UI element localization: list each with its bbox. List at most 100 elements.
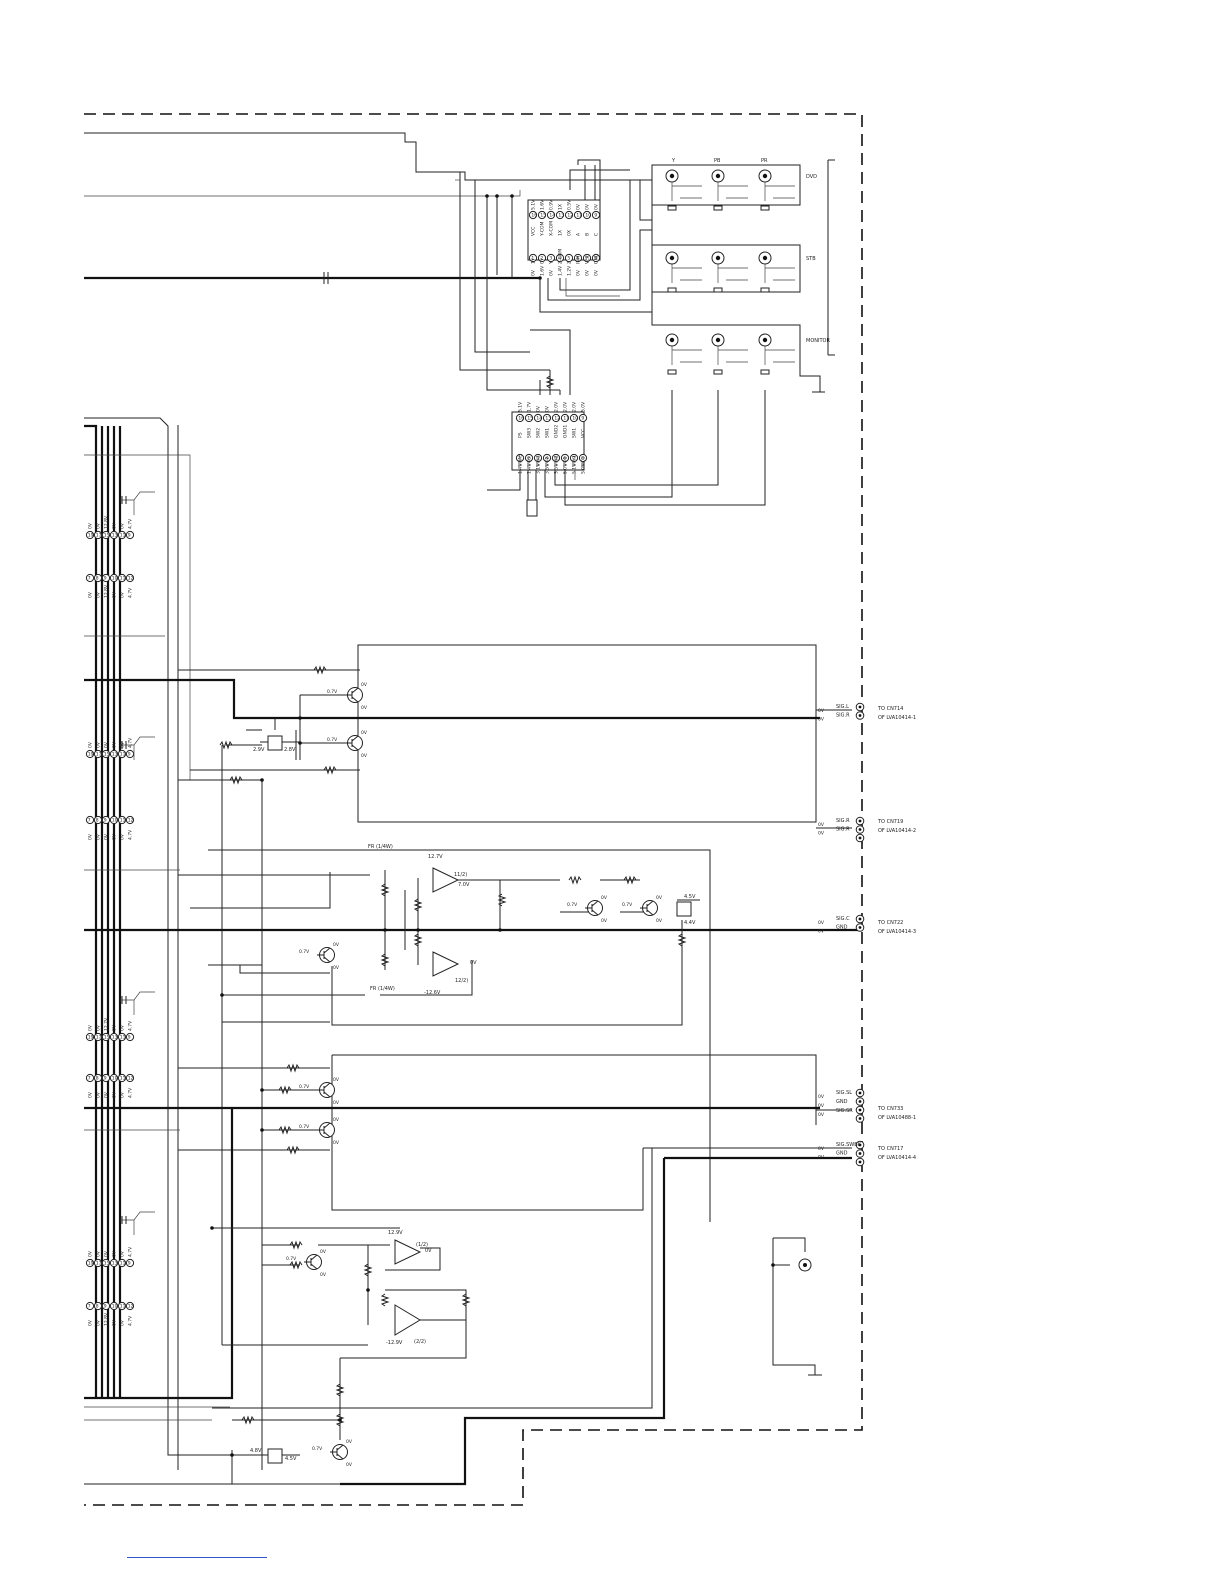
- ic-mid-wires: [487, 370, 766, 517]
- ic-pin-name: VIN1: [572, 455, 578, 466]
- ic-pin-name: GND1: [563, 425, 569, 438]
- left-connector-pin: [85, 1258, 95, 1268]
- ic-pin-voltage: 3.1V: [536, 463, 542, 474]
- resistor: [380, 953, 390, 967]
- left-connector-pin: [93, 1073, 103, 1083]
- left-connector-pin: [85, 749, 95, 759]
- ic-pin-name: VCC: [581, 429, 587, 438]
- left-pin-number: 11: [120, 533, 126, 539]
- filter-capacitor: [667, 369, 677, 375]
- ic-pin-bottom: [524, 453, 534, 463]
- left-connector-pin: [117, 573, 127, 583]
- transistor-emitter-voltage: 0V: [656, 918, 663, 924]
- left-pin-voltage: 0V: [88, 1250, 94, 1257]
- left-connector-pin: [117, 815, 127, 825]
- ic-pin-voltage: 1.4V: [558, 265, 564, 276]
- ic-pin-number: 11: [563, 416, 569, 422]
- top-coupling-capacitor: [323, 272, 329, 284]
- left-pin-voltage: 0V: [96, 1091, 102, 1098]
- resistor: [677, 933, 687, 947]
- ic-pin-voltage: 0V: [594, 269, 600, 276]
- left-pin-voltage: 0V: [120, 1250, 126, 1257]
- connector-signal-voltage: 0V: [818, 1112, 825, 1118]
- left-pin-voltage: 0V: [112, 1091, 118, 1098]
- resistor: [335, 1413, 345, 1427]
- ic-pin-voltage: 1X: [558, 204, 564, 210]
- left-pin-voltage: 0V: [120, 591, 126, 598]
- rca-jack-pin: [762, 337, 768, 343]
- ic-pin-name: Z-COM: [558, 249, 564, 264]
- left-pin-number: 15: [104, 1035, 110, 1041]
- ic-pin-voltage: 1.6V: [540, 265, 546, 276]
- opamp1-out-b-voltage: 0V: [470, 960, 477, 966]
- top-wires: [84, 132, 652, 395]
- ic-pin-number: 12: [554, 416, 560, 422]
- left-pin-voltage: 4.7V: [128, 1020, 134, 1031]
- left-connector-pin: [117, 1301, 127, 1311]
- left-pin-number: 11: [120, 1076, 126, 1082]
- left-pin-number: 9: [104, 576, 107, 582]
- left-pin-number: 7: [88, 818, 91, 824]
- left-pin-number: 19: [88, 1261, 94, 1267]
- rca-jack-pin: [762, 255, 768, 261]
- left-pin-number: 8: [96, 576, 99, 582]
- ic-pin-bottom: [573, 253, 583, 263]
- left-pin-voltage: 4.7V: [128, 737, 134, 748]
- regulator-center-output-voltage: 4.4V: [684, 920, 696, 926]
- left-pin-number: 9: [128, 1035, 131, 1041]
- ic-pin-name: 1Y: [531, 258, 537, 264]
- ic-pin-bottom: [542, 453, 552, 463]
- connector-signal-label: SIG.SL: [836, 1090, 852, 1096]
- ic-pin-bottom: [533, 453, 543, 463]
- left-pin-number: 11: [120, 752, 126, 758]
- opamp2-vee: -12.9V: [386, 1340, 403, 1346]
- resistor: [289, 1240, 303, 1250]
- filter-capacitor: [760, 369, 770, 375]
- ic-pin-voltage: 2.0V: [554, 401, 560, 412]
- ic-pin-name: Z: [567, 261, 573, 264]
- left-pin-voltage: 0V: [120, 833, 126, 840]
- left-pin-voltage: 0V: [88, 741, 94, 748]
- connector-signal-label: SIG.SWBK: [836, 1142, 862, 1148]
- ic-pin-number: 3: [536, 456, 539, 462]
- opamp2-unit-b: (2/2): [414, 1339, 426, 1345]
- ic-pin-name: VO3: [527, 456, 533, 466]
- ic-pin-number: 8: [594, 256, 597, 262]
- left-pin-number: 13: [112, 752, 118, 758]
- left-pin-number: 9: [104, 818, 107, 824]
- connector-destination-label: OF LVA10414-1: [878, 715, 916, 721]
- ic-pin-number: 5: [554, 456, 557, 462]
- left-connector-pin: [125, 815, 135, 825]
- ic-pin-number: 6: [563, 456, 566, 462]
- voltage-regulator-center: [676, 901, 692, 917]
- ic-pin-number: 7: [572, 456, 575, 462]
- ic-mid-decoupling-capacitor: [526, 499, 538, 517]
- connector-destination-label: OF LVA10414-3: [878, 929, 916, 935]
- left-pin-number: 17: [96, 533, 102, 539]
- connector-signal-label: SIG.SR: [836, 1108, 853, 1114]
- connector-destination-label: TO CN722: [877, 920, 903, 926]
- left-pin-number: 15: [104, 533, 110, 539]
- resistor: [335, 1383, 345, 1397]
- transistor-emitter-voltage: 0V: [346, 1462, 353, 1468]
- left-pin-voltage: 0V: [104, 1250, 110, 1257]
- left-connector-pin: [109, 815, 119, 825]
- connector-destination-label: TO CN733: [877, 1106, 903, 1112]
- ic-pin-voltage: 0V: [576, 269, 582, 276]
- resistor: [568, 875, 582, 885]
- left-pin-voltage: 0V: [120, 1024, 126, 1031]
- transistor-base-voltage: 0.7V: [312, 1446, 323, 1452]
- ic-pin-bottom: [546, 253, 556, 263]
- left-pin-voltage: 4.7V: [128, 1246, 134, 1257]
- ic-pin-number: 2: [540, 256, 543, 262]
- left-pin-voltage: 0V: [88, 522, 94, 529]
- ic-pin-voltage: 2.0V: [572, 401, 578, 412]
- left-pin-number: 19: [88, 1035, 94, 1041]
- jack-group-label-stb: STB: [806, 256, 816, 262]
- left-pin-number: 13: [112, 1261, 118, 1267]
- ic-pin-top: [524, 413, 534, 423]
- left-pin-number: 11: [120, 576, 126, 582]
- ic-pin-voltage: 2.0V: [563, 401, 569, 412]
- rca-jack-pin: [715, 337, 721, 343]
